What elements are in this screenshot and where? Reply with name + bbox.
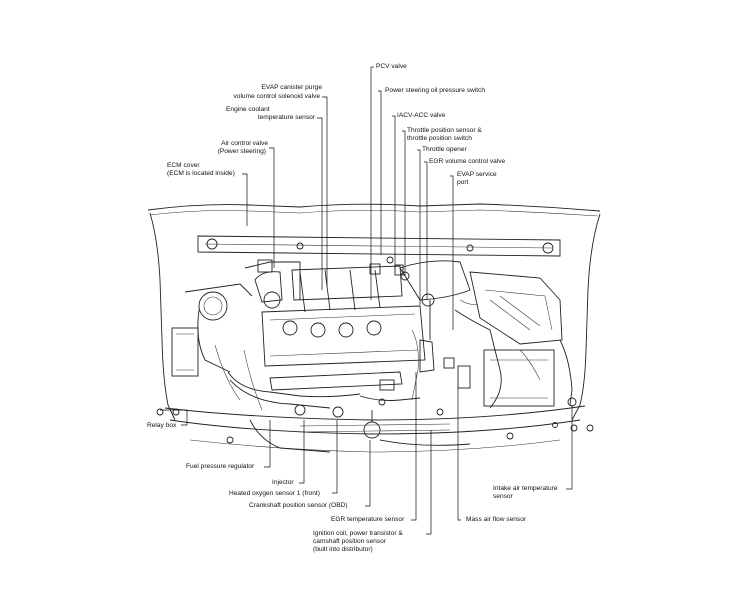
label-injector: Injector	[272, 479, 294, 486]
label-fuel-pressure-regulator: Fuel pressure regulator	[186, 463, 255, 470]
label-air-control-valve-line1: Air control valve	[221, 140, 268, 147]
label-crankshaft-position-sensor: Crankshaft position sensor (OBD)	[249, 502, 348, 509]
label-air-control-valve-line2: (Power steering)	[217, 148, 266, 155]
label-throttle-position-sensor-line1: Throttle position sensor &	[407, 127, 482, 134]
label-ignition-coil-line3: (built into distributor)	[313, 546, 373, 553]
label-evap-service-port-line1: EVAP service	[457, 171, 497, 178]
label-engine-coolant-line1: Engine coolant	[226, 106, 270, 113]
label-iacv-acc-valve: IACV-ACC valve	[397, 112, 446, 119]
label-throttle-opener: Throttle opener	[422, 146, 467, 153]
label-power-steering-switch: Power steering oil pressure switch	[385, 87, 486, 94]
label-ecm-cover-line2: (ECM is located inside)	[167, 170, 235, 177]
label-evap-canister-purge-line2: volume control solenoid valve	[233, 93, 321, 100]
engine-outline	[147, 203, 601, 453]
label-egr-volume-control-valve: EGR volume control valve	[429, 158, 506, 165]
label-engine-coolant-line2: temperature sensor	[257, 114, 315, 121]
label-mass-air-flow-sensor: Mass air flow sensor	[466, 516, 527, 523]
label-intake-air-temp-line1: Intake air temperature	[493, 485, 558, 492]
label-egr-temperature-sensor: EGR temperature sensor	[331, 516, 405, 523]
label-pcv-valve: PCV valve	[376, 63, 407, 70]
label-ignition-coil-line2: camshaft position sensor	[313, 538, 386, 545]
label-relay-box: Relay box	[147, 422, 177, 429]
label-heated-oxygen-sensor: Heated oxygen sensor 1 (front)	[229, 490, 320, 497]
leader-lines	[160, 66, 573, 535]
label-evap-service-port-line2: port	[457, 179, 469, 186]
label-throttle-position-sensor-line2: throttle position switch	[407, 135, 472, 142]
label-intake-air-temp-line2: sensor	[493, 493, 513, 500]
label-ignition-coil-line1: Ignition coil, power transistor &	[313, 530, 403, 537]
label-evap-canister-purge-line1: EVAP canister purge	[261, 84, 322, 91]
label-ecm-cover-line1: ECM cover	[167, 162, 200, 169]
